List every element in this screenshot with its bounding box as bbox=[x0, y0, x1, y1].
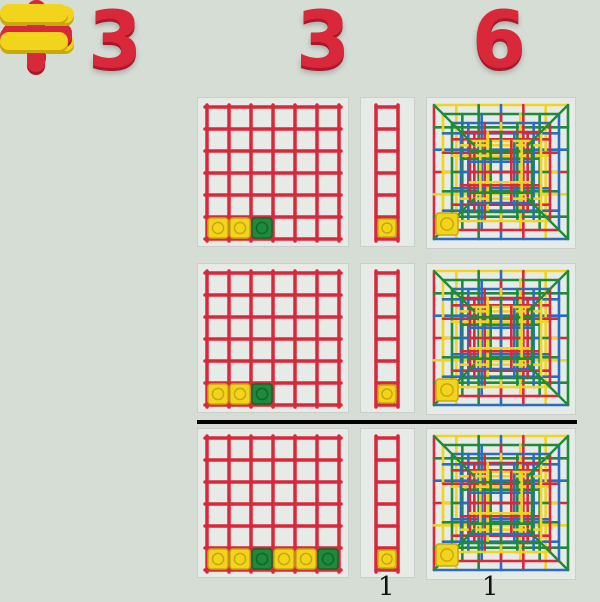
cube-tile-row1 bbox=[426, 97, 576, 249]
sum-line bbox=[197, 420, 577, 424]
plus-sign-left bbox=[0, 0, 72, 190]
equals-sign-top bbox=[0, 6, 74, 118]
cube-tile-row2 bbox=[426, 263, 576, 415]
grid-photo-row2 bbox=[203, 269, 343, 409]
ladder-photo-row1 bbox=[374, 103, 400, 243]
ladder-photo-row3 bbox=[374, 434, 400, 574]
ladder-label: 1 bbox=[378, 572, 395, 602]
cube-photo-row1 bbox=[432, 103, 570, 241]
numeral-three-first: 3 bbox=[87, 0, 143, 86]
numeral-three-second: 3 bbox=[295, 0, 351, 86]
grid-photo-row3 bbox=[203, 434, 343, 574]
grid-tile-row1 bbox=[197, 97, 349, 247]
cube-photo-row2 bbox=[432, 269, 570, 407]
grid-photo-row1 bbox=[203, 103, 343, 243]
grid-tile-row3 bbox=[197, 428, 349, 578]
ladder-photo-row2 bbox=[374, 269, 400, 409]
ladder-tile-row3 bbox=[360, 428, 415, 578]
cube-label: 1 bbox=[482, 572, 499, 602]
grid-tile-row2 bbox=[197, 263, 349, 413]
numeral-six: 6 bbox=[471, 0, 527, 86]
cube-photo-row3 bbox=[432, 434, 570, 572]
equals-sign-left bbox=[0, 4, 68, 246]
cube-tile-row3 bbox=[426, 428, 576, 580]
ladder-tile-row2 bbox=[360, 263, 415, 413]
ladder-tile-row1 bbox=[360, 97, 415, 247]
